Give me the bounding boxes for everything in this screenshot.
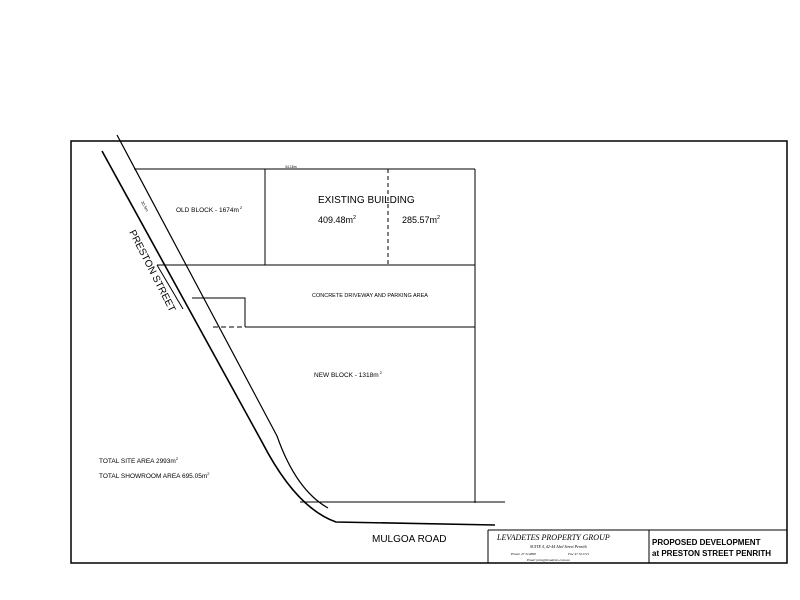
preston-street-edge-outer: [101, 150, 496, 526]
company-email: Email john@levadetes.com.au: [526, 558, 570, 562]
old-block-label: OLD BLOCK - 1674m2: [176, 205, 243, 214]
street-corner-splay: [156, 264, 184, 310]
project-title-line1: PROPOSED DEVELOPMENT: [652, 538, 761, 547]
project-title-line2: at PRESTON STREET PENRITH: [652, 549, 771, 558]
road-side-dimension: 30.5m: [140, 200, 150, 213]
new-block-label: NEW BLOCK - 1318m2: [314, 370, 383, 379]
building-area-left: 409.48m2: [318, 215, 356, 225]
building-area-right: 285.57m2: [402, 215, 440, 225]
company-fax: Fax 47 321721: [567, 552, 589, 556]
total-site-area: TOTAL SITE AREA 2993m2: [99, 456, 179, 465]
existing-building-title: EXISTING BUILDING: [318, 195, 415, 206]
total-showroom-area: TOTAL SHOWROOM AREA 695.05m2: [99, 471, 210, 480]
driveway-notch: [192, 297, 246, 327]
company-name: LEVADETES PROPERTY GROUP: [496, 533, 610, 542]
company-phone: Phone 47 314888: [510, 552, 536, 556]
driveway-label: CONCRETE DRIVEWAY AND PARKING AREA: [312, 293, 428, 299]
company-address: SUITE 4, 42-44 Abel Street Penrith: [530, 544, 587, 550]
dimension-top: 34.18m: [285, 165, 297, 169]
mulgoa-road-label: MULGOA ROAD: [372, 534, 446, 545]
preston-street-edge-inner: [116, 134, 329, 509]
drawing-frame: [70, 140, 788, 564]
